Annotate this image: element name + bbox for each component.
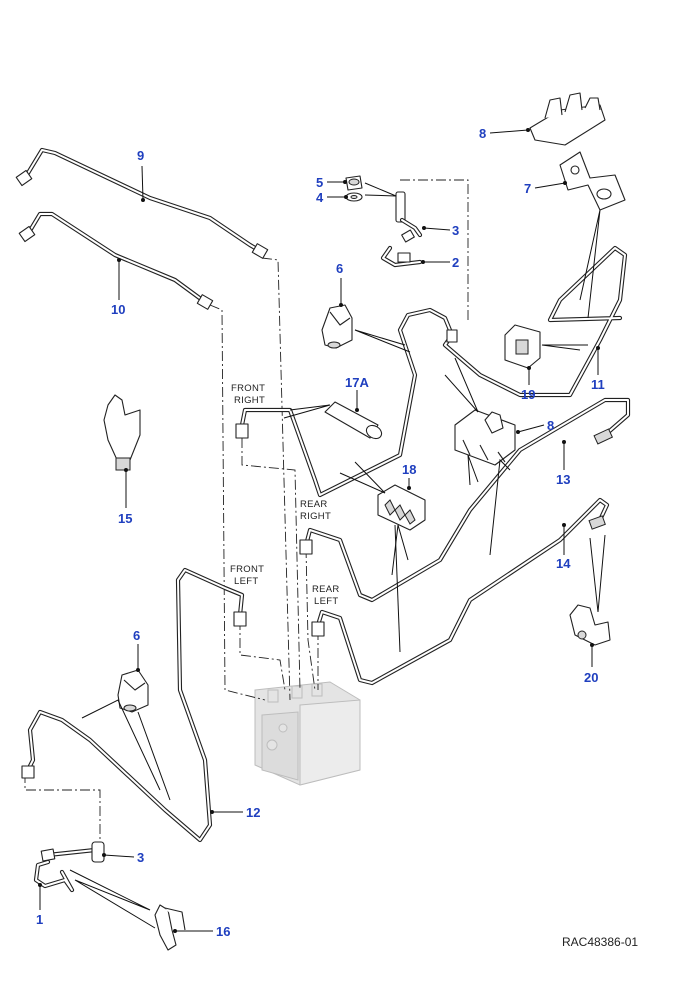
callout-13: 13 (556, 472, 570, 487)
callout-10: 10 (111, 302, 125, 317)
label-front-right-line1: FRONT (231, 383, 265, 394)
brake-pipe-2 (380, 245, 423, 268)
sensor-20 (569, 604, 611, 646)
callout-7: 7 (524, 181, 531, 196)
callout-1: 1 (36, 912, 43, 927)
bracket-8-middle (454, 409, 516, 466)
callout-8-top: 8 (479, 126, 486, 141)
brake-pipe-14 (311, 497, 610, 686)
callout-4: 4 (316, 190, 324, 205)
brake-pipe-1 (33, 841, 105, 893)
callout-3-top: 3 (452, 223, 459, 238)
callout-9: 9 (137, 148, 144, 163)
callout-15: 15 (118, 511, 132, 526)
bracket-8-top (529, 92, 606, 146)
label-front-left-line1: FRONT (230, 564, 264, 575)
brake-pipe-10 (18, 211, 214, 310)
callout-5: 5 (316, 175, 323, 190)
washer-4 (345, 192, 363, 202)
label-front-left-line2: LEFT (234, 576, 258, 587)
sleeve-17a (324, 401, 383, 440)
clip-6-top (321, 304, 353, 349)
abs-hydraulic-unit (254, 681, 361, 786)
clip-18 (377, 484, 426, 531)
callout-2: 2 (452, 255, 459, 270)
label-rear-right-line1: REAR (300, 499, 328, 510)
label-rear-left-line1: REAR (312, 584, 340, 595)
callout-3-bottom: 3 (137, 850, 144, 865)
callout-20: 20 (584, 670, 598, 685)
brake-pipe-13 (299, 397, 631, 603)
brake-pipe-12 (21, 567, 247, 843)
clip-6-bottom (117, 669, 149, 713)
leader-lines (38, 128, 606, 933)
diagram-reference-code: RAC48386-01 (562, 935, 638, 949)
connection-lines (24, 179, 469, 845)
callout-6-bottom: 6 (133, 628, 140, 643)
callout-12: 12 (246, 805, 260, 820)
callout-6-top: 6 (336, 261, 343, 276)
brake-hose-3-top (395, 191, 423, 243)
callout-17a: 17A (345, 375, 369, 390)
bracket-7 (559, 151, 626, 211)
label-front-right-line2: RIGHT (234, 395, 265, 406)
label-rear-right-line2: RIGHT (300, 511, 331, 522)
brake-pipe-9 (15, 147, 269, 259)
callout-16: 16 (216, 924, 230, 939)
brake-pipe-11 (235, 245, 628, 498)
callout-14: 14 (556, 556, 571, 571)
callout-18: 18 (402, 462, 416, 477)
clip-15 (103, 394, 141, 471)
label-rear-left-line2: LEFT (314, 596, 338, 607)
callout-8-middle: 8 (547, 418, 554, 433)
callout-11: 11 (591, 377, 605, 392)
callout-19: 19 (521, 387, 535, 402)
clip-16 (154, 904, 186, 951)
clip-19 (504, 324, 541, 369)
nut-5 (345, 175, 363, 191)
